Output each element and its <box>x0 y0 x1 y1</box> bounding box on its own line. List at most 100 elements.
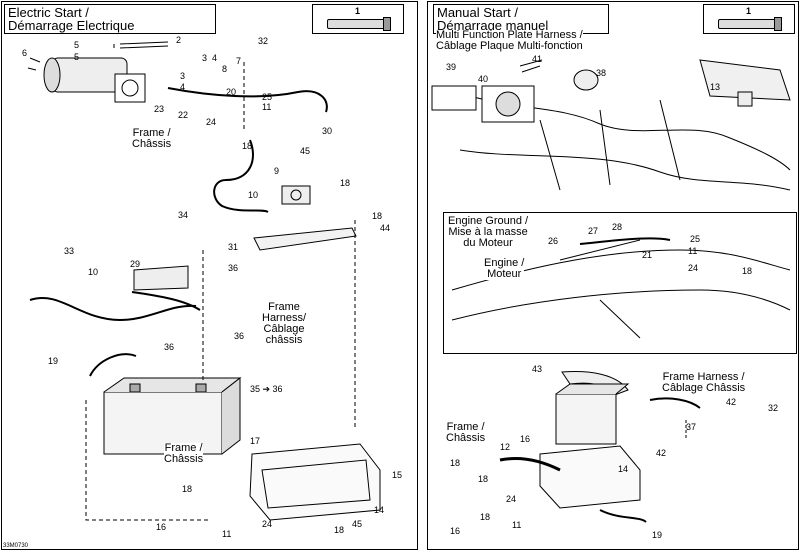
callout-18e: 18 <box>334 525 344 535</box>
callout-38: 38 <box>596 68 606 78</box>
callout-36: 36 <box>228 263 238 273</box>
callout-18r2: 18 <box>450 458 460 468</box>
callout-31: 31 <box>228 242 238 252</box>
multifunction-harness-label: Multi Function Plate Harness / Câblage P… <box>436 29 583 52</box>
callout-3a: 3 <box>202 53 207 63</box>
callout-5b: 5 <box>74 52 79 62</box>
callout-14: 14 <box>374 505 384 515</box>
left-frame-label-2: Frame / Châssis <box>164 442 204 465</box>
left-callouts: 2 3 3 4 4 5 5 6 7 8 20 25 11 23 22 24 32… <box>22 35 402 539</box>
manual-start-title-line2: Démarrage manuel <box>437 18 549 33</box>
callout-16r: 16 <box>520 434 530 444</box>
battery-drawing <box>103 376 242 455</box>
electric-start-title: Electric Start / Démarrage Electrique <box>4 4 216 34</box>
callout-19r: 19 <box>652 530 662 540</box>
right-frame-harness-label: Frame Harness / Câblage Châssis <box>662 371 746 394</box>
callout-15: 15 <box>392 470 402 480</box>
callout-11r: 11 <box>688 246 697 256</box>
callout-24r2: 24 <box>506 494 516 504</box>
callout-16: 16 <box>156 522 166 532</box>
callout-42b: 42 <box>656 448 666 458</box>
right-frame-label: Frame / Châssis <box>446 421 486 444</box>
callout-37: 37 <box>686 422 696 432</box>
left-frame-harness-label: Frame Harness/ Câblage châssis <box>262 301 307 346</box>
callout-4: 4 <box>180 82 185 92</box>
callout-35-36: 35 ➔ 36 <box>250 384 283 394</box>
callout-3: 3 <box>180 71 185 81</box>
legend-cap-icon-right <box>774 17 782 31</box>
legend-number: 1 <box>355 6 361 16</box>
engine-ground-label: Engine Ground / Mise à la masse du Moteu… <box>448 215 529 249</box>
callout-6: 6 <box>22 48 27 58</box>
callout-25: 25 <box>262 92 272 102</box>
callout-28: 28 <box>612 222 622 232</box>
multifunction-harness-drawing <box>431 59 791 191</box>
callout-23: 23 <box>154 104 164 114</box>
manual-start-title: Manual Start / Démarrage manuel <box>433 4 609 34</box>
callout-10: 10 <box>248 190 258 200</box>
manual-start-legend: 1 <box>703 4 795 34</box>
callout-4a: 4 <box>212 53 217 63</box>
callout-24r: 24 <box>688 263 698 273</box>
callout-26: 26 <box>548 236 558 246</box>
callout-7: 7 <box>236 56 241 66</box>
callout-36b: 36 <box>234 331 244 341</box>
callout-16r2: 16 <box>450 526 460 536</box>
callout-41: 41 <box>532 54 542 64</box>
legend-cap-icon <box>383 17 391 31</box>
callout-14r: 14 <box>618 464 628 474</box>
left-frame-label-1: Frame / Châssis <box>132 127 172 150</box>
right-callouts: 39 40 41 38 13 28 27 26 25 21 11 24 18 4… <box>446 54 778 540</box>
callout-45: 45 <box>300 146 310 156</box>
electric-start-title-line2: Démarrage Electrique <box>8 18 135 33</box>
callout-36c: 36 <box>164 342 174 352</box>
callout-25r: 25 <box>690 234 700 244</box>
callout-24b: 24 <box>262 519 272 529</box>
callout-19: 19 <box>48 356 58 366</box>
callout-34: 34 <box>178 210 188 220</box>
callout-18r3: 18 <box>478 474 488 484</box>
callout-18d: 18 <box>182 484 192 494</box>
callout-21: 21 <box>642 250 652 260</box>
electric-start-title-line1: Electric Start / <box>8 5 89 20</box>
callout-33: 33 <box>64 246 74 256</box>
callout-18c: 18 <box>372 211 382 221</box>
callout-9: 9 <box>274 166 279 176</box>
callout-22: 22 <box>178 110 188 120</box>
part-code: 33M0730 <box>3 543 29 549</box>
legend-number-right: 1 <box>746 6 752 16</box>
callout-12: 12 <box>500 442 510 452</box>
callout-18r4: 18 <box>480 512 490 522</box>
callout-32r: 32 <box>768 403 778 413</box>
electric-start-legend: 1 <box>312 4 404 34</box>
callout-11b: 11 <box>222 529 231 539</box>
manual-start-title-line1: Manual Start / <box>437 5 518 20</box>
manual-battery-drawing <box>499 371 701 523</box>
engine-ground-drawing <box>451 237 791 339</box>
callout-8: 8 <box>222 64 227 74</box>
callout-20: 20 <box>226 87 236 97</box>
callout-11: 11 <box>262 102 271 112</box>
engine-label: Engine / Moteur <box>484 257 525 280</box>
callout-11r2: 11 <box>512 520 521 530</box>
callout-18: 18 <box>242 141 252 151</box>
callout-18b: 18 <box>340 178 350 188</box>
callout-30: 30 <box>322 126 332 136</box>
callout-5: 5 <box>74 40 79 50</box>
callout-32: 32 <box>258 36 268 46</box>
callout-45b: 45 <box>352 519 362 529</box>
callout-24: 24 <box>206 117 216 127</box>
callout-18r: 18 <box>742 266 752 276</box>
starter-motor-drawing <box>27 57 146 103</box>
callout-42: 42 <box>726 397 736 407</box>
callout-2: 2 <box>176 35 181 45</box>
callout-44: 44 <box>380 223 390 233</box>
callout-10b: 10 <box>88 267 98 277</box>
callout-27: 27 <box>588 226 598 236</box>
callout-39: 39 <box>446 62 456 72</box>
callout-43: 43 <box>532 364 542 374</box>
callout-13: 13 <box>710 82 720 92</box>
callout-29: 29 <box>130 259 140 269</box>
